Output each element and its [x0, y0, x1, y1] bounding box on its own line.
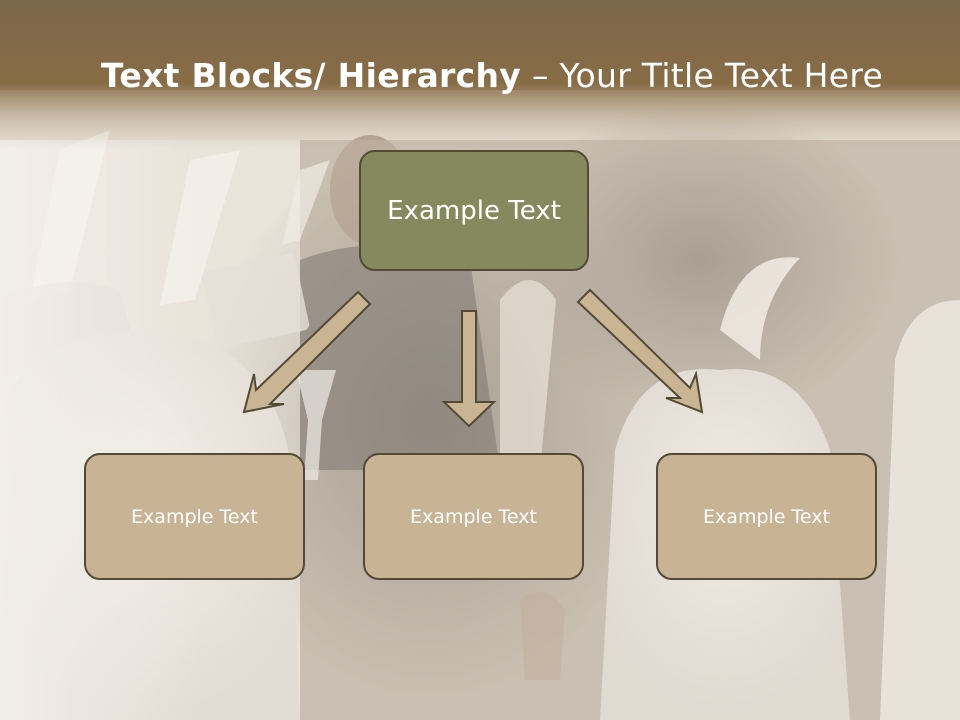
child-node-label: Example Text: [131, 505, 258, 528]
arrow-left: [242, 290, 372, 414]
top-node: Example Text: [359, 150, 589, 271]
title-bold: Text Blocks/ Hierarchy: [100, 56, 522, 95]
child-node-left: Example Text: [84, 453, 305, 580]
child-node-label: Example Text: [410, 505, 537, 528]
top-node-label: Example Text: [387, 195, 561, 226]
arrow-right: [576, 288, 704, 414]
child-node-center: Example Text: [363, 453, 584, 580]
child-node-right: Example Text: [656, 453, 877, 580]
child-node-label: Example Text: [703, 505, 830, 528]
slide-title: Text Blocks/ Hierarchy – Your Title Text…: [0, 56, 960, 95]
title-rest: – Your Title Text Here: [521, 56, 884, 95]
arrow-center: [441, 310, 497, 428]
